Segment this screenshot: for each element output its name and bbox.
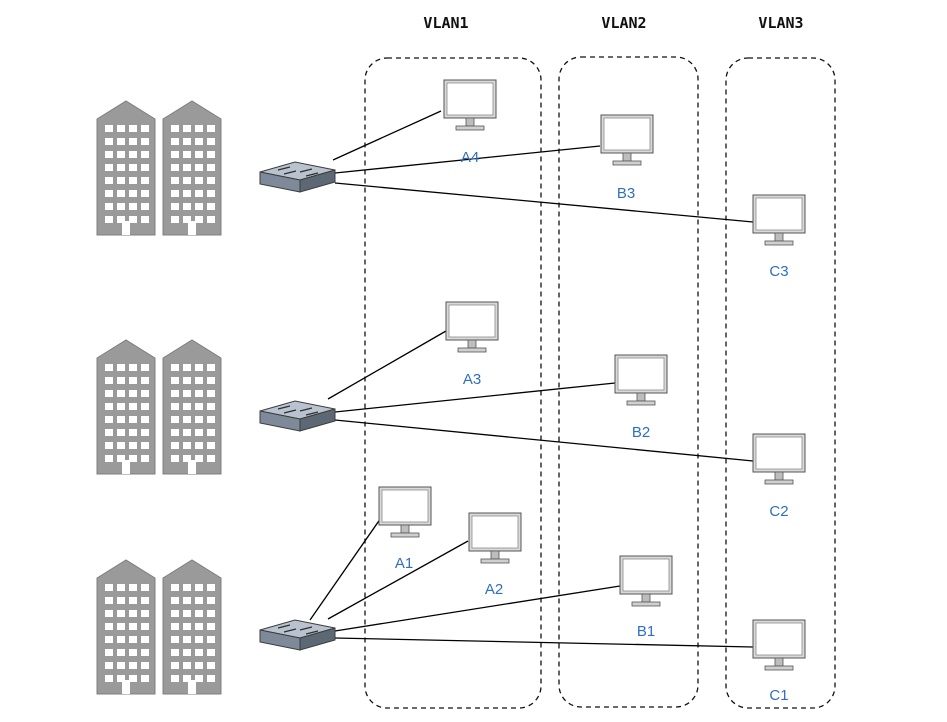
computer-icon-a3: [445, 301, 499, 353]
computer-label-c3: C3: [769, 263, 788, 280]
computer-icon-a4: [443, 79, 497, 131]
link-switch-top-c3: [334, 182, 754, 223]
link-switch-bottom-c1: [334, 637, 754, 648]
computer-icon-c3: [752, 194, 806, 246]
link-switch-middle-c2: [334, 419, 754, 462]
vlan3-zone: [725, 57, 836, 709]
link-switch-top-a4: [332, 110, 442, 161]
vlan2-zone: [558, 56, 699, 708]
link-switch-middle-a3: [327, 330, 447, 400]
vlan3-label: VLAN3: [758, 14, 803, 32]
computer-label-c1: C1: [769, 687, 788, 704]
link-switch-top-b3: [334, 145, 601, 174]
computer-label-c2: C2: [769, 503, 788, 520]
computer-icon-a1: [378, 486, 432, 538]
link-switch-middle-b2: [334, 382, 616, 413]
computer-label-b3: B3: [617, 185, 635, 202]
building-icon: [97, 340, 221, 474]
computer-icon-a2: [468, 512, 522, 564]
computer-icon-b1: [619, 555, 673, 607]
computer-label-a1: A1: [395, 555, 413, 572]
link-switch-bottom-a1: [309, 514, 384, 621]
building-icon: [97, 560, 221, 694]
computer-label-b2: B2: [632, 424, 650, 441]
computer-label-a3: A3: [463, 371, 481, 388]
link-switch-bottom-b1: [334, 585, 621, 632]
computer-label-a2: A2: [485, 581, 503, 598]
vlan1-zone: [364, 57, 542, 709]
switch-icon: [259, 161, 336, 193]
computer-label-b1: B1: [637, 623, 655, 640]
computer-label-a4: A4: [461, 149, 479, 166]
links: [309, 110, 754, 648]
vlan2-label: VLAN2: [601, 14, 646, 32]
computer-icon-c1: [752, 619, 806, 671]
switch-icon: [259, 619, 336, 651]
computer-icon-b3: [600, 114, 654, 166]
building-icon: [97, 101, 221, 235]
switch-icon: [259, 400, 336, 432]
computer-icon-b2: [614, 354, 668, 406]
vlan1-label: VLAN1: [423, 14, 468, 32]
link-switch-bottom-a2: [327, 540, 469, 620]
computer-icon-c2: [752, 433, 806, 485]
